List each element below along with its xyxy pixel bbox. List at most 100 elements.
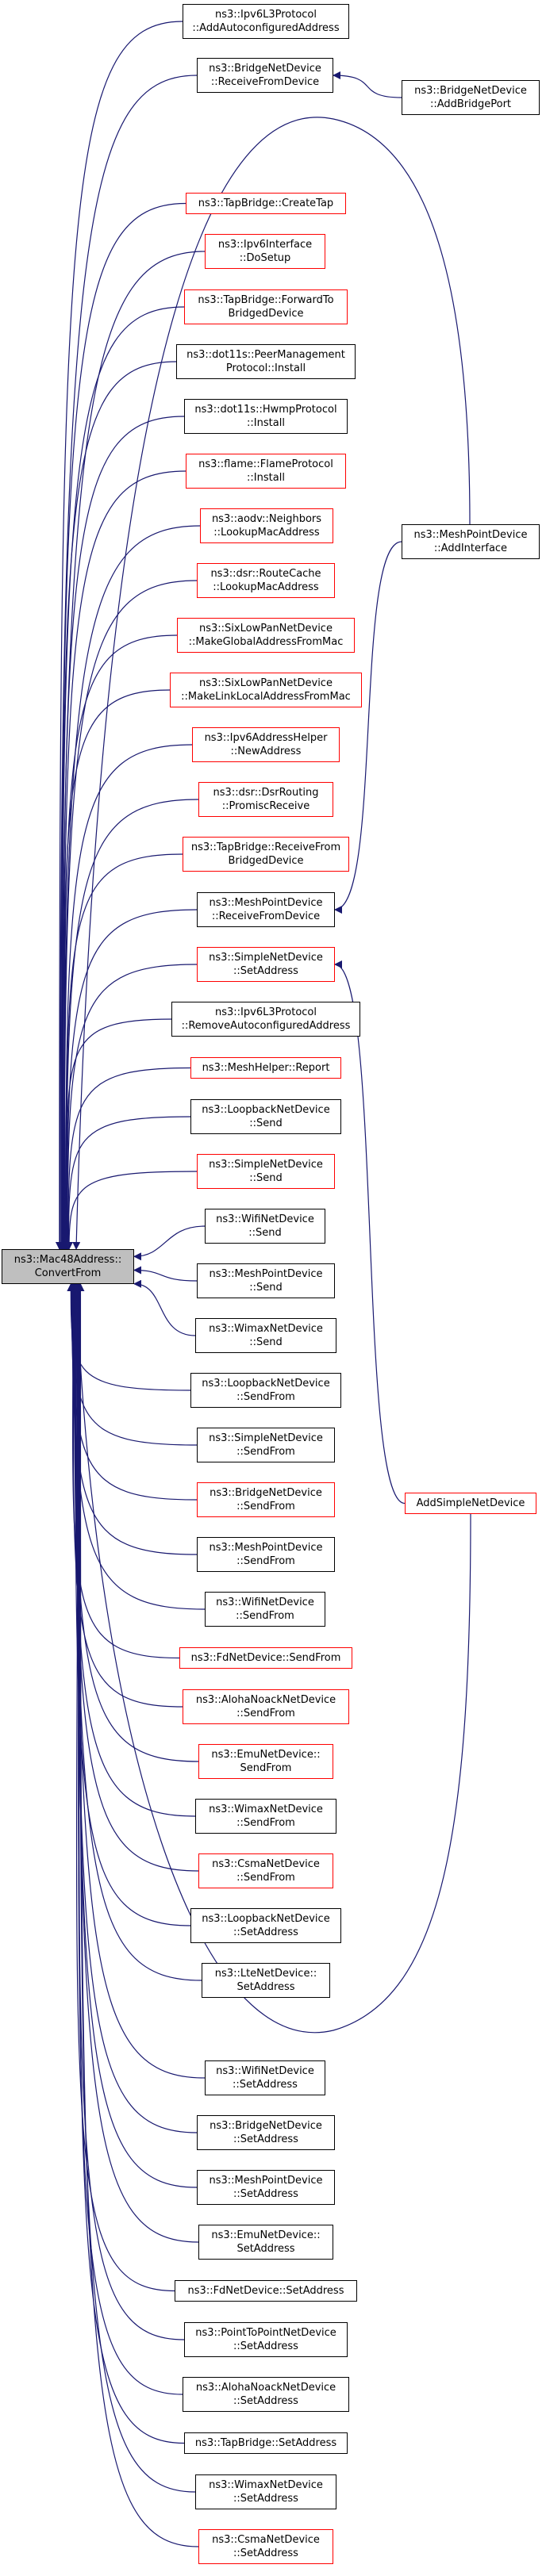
node-ns3-bridgenetdevice-sendfrom[interactable]: ns3::BridgeNetDevice::SendFrom (197, 1482, 335, 1517)
node-label-line: ns3::TapBridge::ForwardTo (198, 294, 334, 306)
node-ns3-meshpointdevice-setaddress[interactable]: ns3::MeshPointDevice::SetAddress (197, 2170, 335, 2205)
node-ns3-ipv6l3protocol-addautoconfiguredaddress[interactable]: ns3::Ipv6L3Protocol::AddAutoconfiguredAd… (183, 4, 349, 39)
call-edge (71, 1283, 199, 1872)
node-label-line: ns3::AlohaNoackNetDevice (195, 1694, 336, 1706)
node-label-line: ns3::WimaxNetDevice (209, 1323, 323, 1335)
node-ns3-emunetdevice-setaddress[interactable]: ns3::EmuNetDevice::SetAddress (198, 2225, 333, 2260)
node-ns3-wimaxnetdevice-sendfrom[interactable]: ns3::WimaxNetDevice::SendFrom (195, 1799, 336, 1834)
call-edge (63, 909, 198, 1250)
node-label-line: ::SendFrom (236, 1555, 295, 1567)
node-ns3-wimaxnetdevice-send[interactable]: ns3::WimaxNetDevice::Send (195, 1318, 336, 1353)
call-edge (67, 1283, 191, 1391)
node-label-line: ::Install (247, 472, 285, 484)
node-label-line: ns3::EmuNetDevice:: (211, 1749, 321, 1761)
call-edge (68, 1283, 198, 1555)
node-label-line: ns3::SixLowPanNetDevice (199, 623, 333, 634)
call-edge (70, 1283, 196, 1817)
node-ns3-dsr-routecache-lookupmacaddress[interactable]: ns3::dsr::RouteCache::LookupMacAddress (197, 563, 335, 598)
node-label-line: ::LookupMacAddress (213, 581, 319, 593)
node-ns3-dot11s-hwmpprotocol-install[interactable]: ns3::dot11s::HwmpProtocol::Install (184, 399, 348, 434)
node-ns3-bridgenetdevice-addbridgeport[interactable]: ns3::BridgeNetDevice::AddBridgePort (402, 80, 540, 115)
node-ns3-sixlowpannetdevice-makelinklocaladdressfrommac[interactable]: ns3::SixLowPanNetDevice::MakeLinkLocalAd… (170, 673, 362, 707)
node-ns3-loopbacknetdevice-setaddress[interactable]: ns3::LoopbackNetDevice::SetAddress (190, 1908, 341, 1943)
node-ns3-tapbridge-createtap[interactable]: ns3::TapBridge::CreateTap (186, 193, 346, 214)
node-ns3-simplenetdevice-send[interactable]: ns3::SimpleNetDevice::Send (197, 1154, 335, 1189)
node-label-line: ns3::Ipv6L3Protocol (215, 9, 317, 21)
node-label-line: SendFrom (240, 1762, 292, 1774)
node-ns3-meshpointdevice-receivefromdevice[interactable]: ns3::MeshPointDevice::ReceiveFromDevice (197, 892, 335, 927)
node-label-line: BridgedDevice (228, 308, 304, 320)
call-edge (75, 1283, 185, 2444)
node-ns3-wifinetdevice-send[interactable]: ns3::WifiNetDevice::Send (205, 1209, 325, 1244)
node-ns3-bridgenetdevice-receivefromdevice[interactable]: ns3::BridgeNetDevice::ReceiveFromDevice (197, 58, 333, 93)
node-ns3-ipv6interface-dosetup[interactable]: ns3::Ipv6Interface::DoSetup (205, 234, 325, 269)
node-label-line: ::Send (248, 1227, 282, 1239)
call-edge (62, 853, 183, 1250)
node-label-line: ns3::TapBridge::SetAddress (194, 2437, 337, 2449)
call-edge (57, 306, 185, 1250)
node-ns3-ipv6l3protocol-removeautoconfiguredaddress[interactable]: ns3::Ipv6L3Protocol::RemoveAutoconfigure… (171, 1002, 360, 1037)
node-label-line: ns3::LoopbackNetDevice (202, 1378, 330, 1390)
node-ns3-dsr-dsrrouting-promiscreceive[interactable]: ns3::dsr::DsrRouting::PromiscReceive (198, 782, 333, 817)
node-ns3-wifinetdevice-sendfrom[interactable]: ns3::WifiNetDevice::SendFrom (205, 1592, 325, 1627)
node-ns3-loopbacknetdevice-sendfrom[interactable]: ns3::LoopbackNetDevice::SendFrom (190, 1373, 341, 1408)
node-ns3-alohanoacknetdevice-setaddress[interactable]: ns3::AlohaNoackNetDevice::SetAddress (183, 2377, 349, 2412)
node-ns3-sixlowpannetdevice-makeglobaladdressfrommac[interactable]: ns3::SixLowPanNetDevice::MakeGlobalAddre… (177, 618, 355, 653)
call-edge (75, 1283, 185, 2340)
node-label-line: ::AddBridgePort (429, 98, 512, 110)
node-label-line: ::SendFrom (236, 1391, 295, 1403)
node-label-line: ns3::AlohaNoackNetDevice (195, 2382, 336, 2394)
node-ns3-meshpointdevice-sendfrom[interactable]: ns3::MeshPointDevice::SendFrom (197, 1537, 335, 1572)
node-ns3-alohanoacknetdevice-sendfrom[interactable]: ns3::AlohaNoackNetDevice::SendFrom (183, 1689, 349, 1724)
node-ns3-csmanetdevice-sendfrom[interactable]: ns3::CsmaNetDevice::SendFrom (198, 1853, 333, 1888)
call-edge (58, 361, 177, 1250)
node-label-line: ::DoSetup (239, 252, 291, 264)
node-label-line: ns3::MeshPointDevice (413, 529, 528, 541)
node-ns3-fdnetdevice-setaddress[interactable]: ns3::FdNetDevice::SetAddress (175, 2280, 357, 2302)
node-ns3-meshhelper-report[interactable]: ns3::MeshHelper::Report (190, 1057, 341, 1079)
node-ns3-tapbridge-setaddress[interactable]: ns3::TapBridge::SetAddress (184, 2432, 348, 2454)
node-label-line: ::SetAddress (233, 2188, 298, 2200)
node-ns3-ltenetdevice-setaddress[interactable]: ns3::LteNetDevice::SetAddress (202, 1963, 330, 1998)
node-label-line: ::SendFrom (236, 1872, 295, 1884)
call-edge (63, 1067, 191, 1250)
node-label-line: ::ReceiveFromDevice (210, 76, 320, 88)
call-edge (69, 1283, 183, 1708)
node-ns3-wifinetdevice-setaddress[interactable]: ns3::WifiNetDevice::SetAddress (205, 2060, 325, 2095)
node-label-line: ns3::MeshPointDevice (209, 1268, 323, 1280)
node-ns3-wimaxnetdevice-setaddress[interactable]: ns3::WimaxNetDevice::SetAddress (195, 2474, 336, 2509)
node-addsimplenetdevice[interactable]: AddSimpleNetDevice (405, 1493, 536, 1514)
node-ns3-pointtopointnetdevice-setaddress[interactable]: ns3::PointToPointNetDevice::SetAddress (184, 2322, 348, 2357)
node-label-line: ::ReceiveFromDevice (211, 910, 321, 922)
node-label-line: ns3::WimaxNetDevice (209, 2479, 323, 2491)
node-label-line: ns3::BridgeNetDevice (210, 2120, 322, 2132)
node-label-line: ns3::MeshPointDevice (209, 2175, 323, 2187)
node-mac48address-convertfrom: ns3::Mac48Address:: ConvertFrom (2, 1249, 134, 1284)
node-label-line: ns3::dsr::DsrRouting (213, 787, 319, 799)
node-label-line: ns3::WifiNetDevice (216, 1213, 314, 1225)
node-ns3-loopbacknetdevice-send[interactable]: ns3::LoopbackNetDevice::Send (190, 1099, 341, 1134)
node-ns3-meshpointdevice-send[interactable]: ns3::MeshPointDevice::Send (197, 1263, 335, 1298)
call-edge (72, 1283, 206, 2079)
node-label-line: ::SetAddress (233, 2547, 298, 2559)
node-ns3-aodv-neighbors-lookupmacaddress[interactable]: ns3::aodv::Neighbors::LookupMacAddress (200, 508, 333, 543)
node-ns3-bridgenetdevice-setaddress[interactable]: ns3::BridgeNetDevice::SetAddress (197, 2115, 335, 2150)
node-label-line: ::SetAddress (233, 1926, 298, 1938)
node-label-line: ::MakeGlobalAddressFromMac (188, 636, 344, 648)
node-ns3-simplenetdevice-sendfrom[interactable]: ns3::SimpleNetDevice::SendFrom (197, 1428, 335, 1462)
node-ns3-ipv6addresshelper-newaddress[interactable]: ns3::Ipv6AddressHelper::NewAddress (192, 727, 340, 762)
node-ns3-simplenetdevice-setaddress[interactable]: ns3::SimpleNetDevice::SetAddress (197, 947, 335, 982)
call-edge (68, 1283, 206, 1610)
node-label-line: ns3::LteNetDevice:: (214, 1968, 317, 1980)
node-ns3-meshpointdevice-addinterface[interactable]: ns3::MeshPointDevice::AddInterface (402, 524, 540, 559)
node-ns3-csmanetdevice-setaddress[interactable]: ns3::CsmaNetDevice::SetAddress (198, 2529, 333, 2564)
node-ns3-flame-flameprotocol-install[interactable]: ns3::flame::FlameProtocol::Install (186, 454, 346, 489)
node-ns3-emunetdevice-sendfrom[interactable]: ns3::EmuNetDevice::SendFrom (198, 1744, 333, 1779)
call-edge (67, 1283, 198, 1446)
node-label-line: ns3::SimpleNetDevice (209, 1432, 323, 1444)
node-ns3-fdnetdevice-sendfrom[interactable]: ns3::FdNetDevice::SendFrom (179, 1647, 352, 1669)
